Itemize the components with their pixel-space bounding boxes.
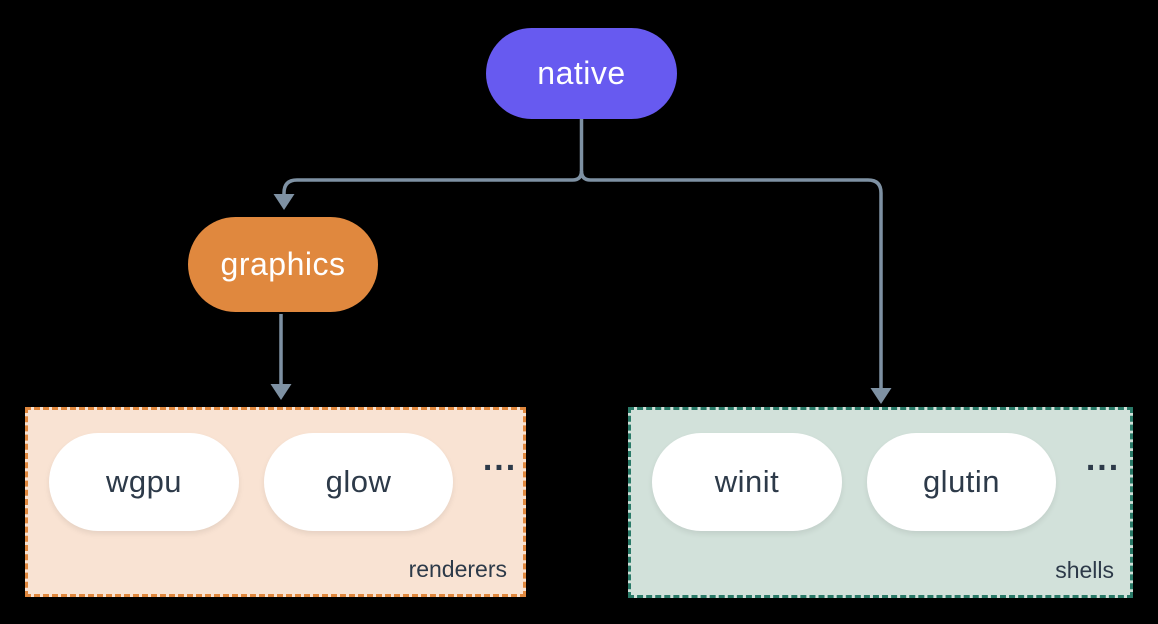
arrowhead-icon xyxy=(870,388,892,404)
item-winit-label: winit xyxy=(714,464,780,499)
node-native-label: native xyxy=(537,55,626,91)
group-shells: winit glutin ... shells xyxy=(628,407,1133,598)
node-graphics-label: graphics xyxy=(220,246,346,282)
item-wgpu-label: wgpu xyxy=(105,464,183,499)
node-native: native xyxy=(486,28,677,119)
node-graphics: graphics xyxy=(188,217,378,312)
item-wgpu: wgpu xyxy=(49,433,239,531)
arrowhead-icon xyxy=(270,384,292,400)
shells-ellipsis: ... xyxy=(1085,440,1121,478)
item-glow: glow xyxy=(264,433,453,531)
item-glow-label: glow xyxy=(325,464,392,499)
item-winit: winit xyxy=(652,433,842,531)
group-shells-label: shells xyxy=(1055,557,1114,583)
item-glutin-label: glutin xyxy=(922,464,1001,499)
item-glutin: glutin xyxy=(867,433,1056,531)
arrowhead-icon xyxy=(273,194,295,210)
renderers-ellipsis: ... xyxy=(482,440,518,478)
edge-native-to-shells xyxy=(579,170,883,390)
group-renderers-label: renderers xyxy=(408,556,507,582)
group-renderers: wgpu glow ... renderers xyxy=(25,407,526,597)
edge-native-to-graphics xyxy=(282,170,584,196)
